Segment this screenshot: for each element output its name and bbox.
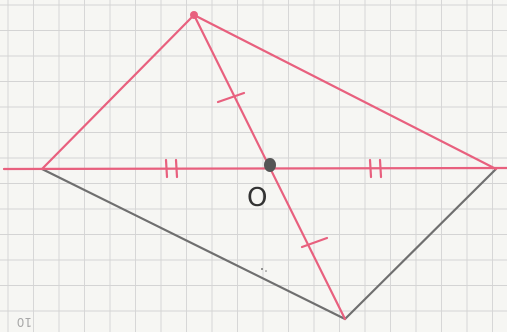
paper-speck <box>265 270 267 272</box>
single-tick-upper <box>216 91 246 104</box>
paper-speck <box>261 268 263 270</box>
center-point <box>264 158 276 172</box>
double-tick-left <box>164 158 179 179</box>
page-number: 10 <box>17 315 32 329</box>
top-left-side <box>40 13 196 171</box>
top-right-side <box>192 13 498 171</box>
bottom-left-side <box>40 167 347 321</box>
horizontal-diagonal <box>2 166 507 171</box>
bottom-right-side <box>343 167 498 321</box>
double-tick-right <box>368 158 383 179</box>
top-vertex-dot <box>190 11 198 19</box>
single-tick-lower <box>300 236 329 249</box>
center-label: O <box>247 183 267 213</box>
